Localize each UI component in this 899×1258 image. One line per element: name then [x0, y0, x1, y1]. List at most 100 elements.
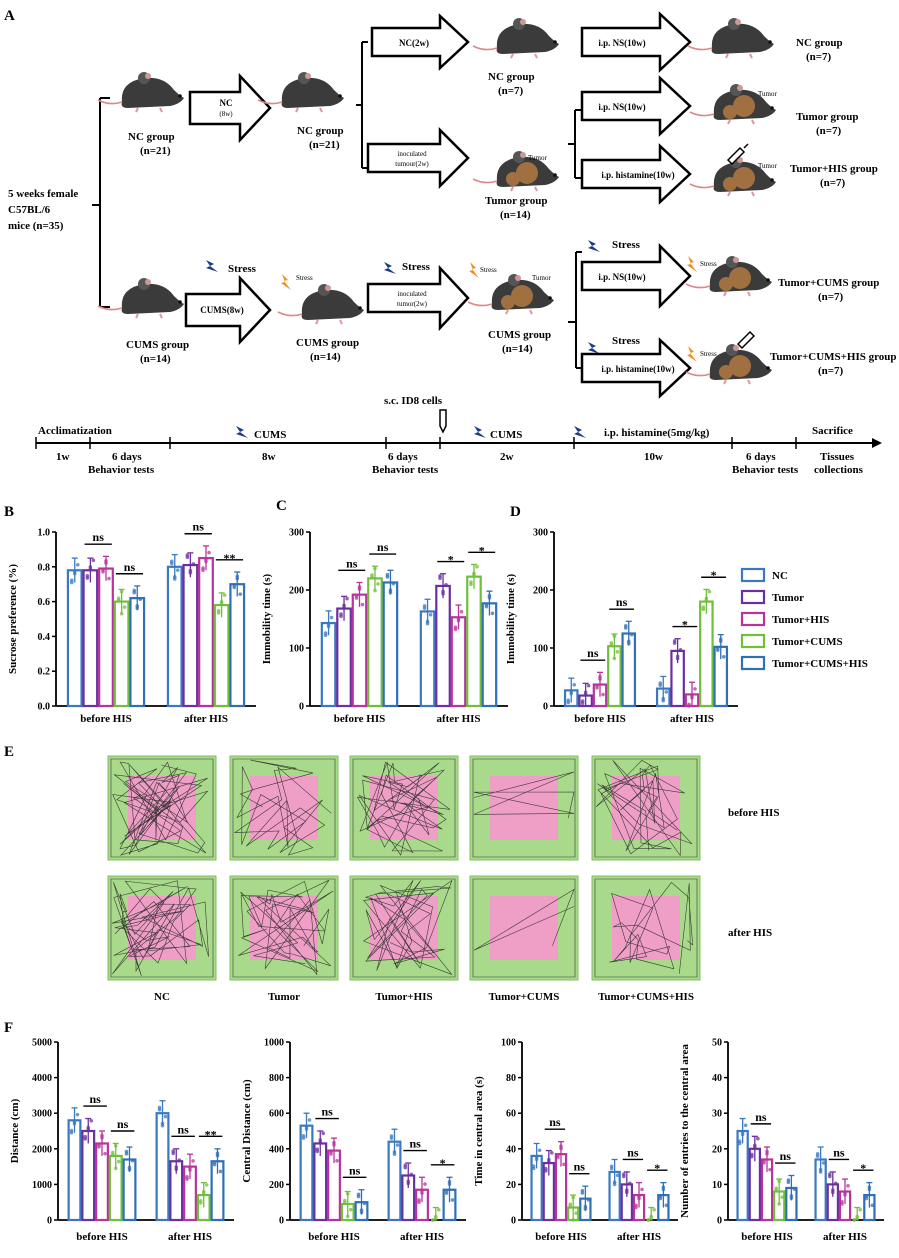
arrow-inoculated-1: inoculated tumour(2w): [366, 126, 470, 190]
data-point: [753, 1143, 757, 1148]
data-point: [547, 1157, 551, 1162]
column-label: Tumor+CUMS: [489, 991, 560, 1003]
cums-group-label: CUMS group: [488, 329, 551, 341]
stress-tag: Stress: [296, 274, 313, 282]
y-tick-label: 1.0: [38, 528, 51, 539]
data-point: [373, 588, 377, 593]
open-field-arena: [107, 875, 217, 981]
data-point: [188, 568, 193, 573]
data-point: [122, 605, 127, 609]
data-point: [615, 649, 620, 654]
data-point: [843, 1190, 847, 1195]
data-point: [138, 597, 143, 602]
tumor-mouse-icon: [686, 344, 772, 384]
data-point: [750, 1152, 754, 1157]
y-tick-label: 30: [712, 1109, 722, 1120]
panel-letter-e: E: [4, 744, 14, 760]
tl-cums2: CUMS: [490, 429, 522, 441]
bracket-nc: [356, 41, 368, 169]
y-tick-label: 60: [506, 1109, 516, 1120]
data-point: [580, 699, 585, 703]
data-point: [201, 1189, 206, 1194]
data-point: [315, 1147, 320, 1151]
data-point: [840, 1199, 844, 1204]
bar: [67, 1119, 82, 1222]
y-tick-label: 1000: [264, 1038, 284, 1049]
data-point: [130, 1158, 135, 1163]
data-point: [323, 631, 328, 635]
data-point: [177, 1158, 182, 1162]
y-tick-label: 200: [533, 586, 548, 597]
data-point: [780, 1195, 784, 1199]
data-point: [818, 1167, 823, 1172]
data-point: [75, 1112, 80, 1117]
bar: [382, 581, 399, 708]
sig-label: ns: [587, 646, 599, 660]
data-point: [580, 1188, 585, 1193]
y-tick-label: 200: [289, 586, 304, 597]
tl-his: i.p. histamine(5mg/kg): [604, 427, 710, 439]
data-point: [207, 550, 211, 555]
tumor-final-n: (n=7): [816, 125, 842, 137]
bar: [367, 577, 383, 708]
tumor-final-label: Tumor group: [796, 111, 858, 123]
data-point: [687, 702, 691, 707]
arrow-inoculated-2: inoculated tumor(2w): [366, 264, 470, 332]
data-point: [661, 696, 666, 701]
y-tick-label: 10: [712, 1180, 722, 1191]
data-point: [675, 654, 680, 659]
stress-bolt-orange-icon: [281, 274, 291, 290]
sig-label: ns: [833, 1145, 845, 1159]
data-point: [612, 656, 617, 661]
svg-text:inoculated: inoculated: [397, 150, 427, 158]
data-point: [345, 1214, 350, 1219]
data-point: [420, 1189, 424, 1193]
svg-text:i.p. NS(10w): i.p. NS(10w): [598, 102, 645, 112]
y-axis-label: Number of entries to the central area: [679, 1044, 691, 1218]
tumor-group-label: Tumor group: [485, 195, 547, 207]
stress-bolt-icon: [588, 342, 600, 354]
data-point: [625, 1188, 629, 1192]
sig-label: ns: [755, 1110, 767, 1124]
y-axis-label: Distance (cm): [9, 1098, 21, 1163]
data-point: [658, 681, 663, 685]
data-point: [160, 1121, 165, 1126]
cums-mouse-icon: [277, 283, 365, 325]
cums-group-n: (n=14): [310, 351, 341, 363]
data-point: [672, 639, 677, 643]
legend-label: Tumor+CUMS+HIS: [772, 658, 868, 670]
y-axis-label: Time in central area (s): [473, 1076, 485, 1186]
tumor-group-n: (n=14): [500, 209, 531, 221]
y-tick-label: 400: [269, 1144, 284, 1155]
data-point: [191, 1159, 195, 1163]
data-point: [598, 674, 602, 679]
data-point: [339, 612, 343, 616]
y-tick-label: 0: [543, 702, 548, 713]
column-label: Tumor: [268, 991, 300, 1003]
data-point: [69, 578, 74, 583]
data-point: [637, 1194, 641, 1199]
data-point: [661, 1185, 666, 1189]
y-tick-label: 0.0: [38, 702, 51, 713]
y-tick-label: 300: [533, 528, 548, 539]
data-point: [628, 1181, 632, 1186]
data-point: [721, 655, 726, 659]
data-point: [768, 1167, 772, 1172]
data-point: [425, 619, 430, 624]
data-point: [428, 612, 433, 617]
data-point: [743, 1123, 748, 1128]
data-point: [777, 1202, 781, 1206]
data-point: [72, 569, 77, 574]
data-point: [609, 1164, 614, 1169]
stress-tag: Stress: [700, 350, 717, 358]
legend-label: NC: [772, 570, 788, 582]
sig-label: ns: [549, 1115, 561, 1129]
data-point: [433, 1214, 438, 1219]
data-point: [447, 1180, 452, 1184]
data-point: [707, 589, 712, 594]
data-point: [75, 562, 80, 567]
y-tick-label: 800: [269, 1073, 284, 1084]
start-label: 5 weeks female C57BL/6 mice (n=35): [8, 188, 78, 232]
arrow-ns-cums: i.p. NS(10w): [580, 242, 692, 310]
